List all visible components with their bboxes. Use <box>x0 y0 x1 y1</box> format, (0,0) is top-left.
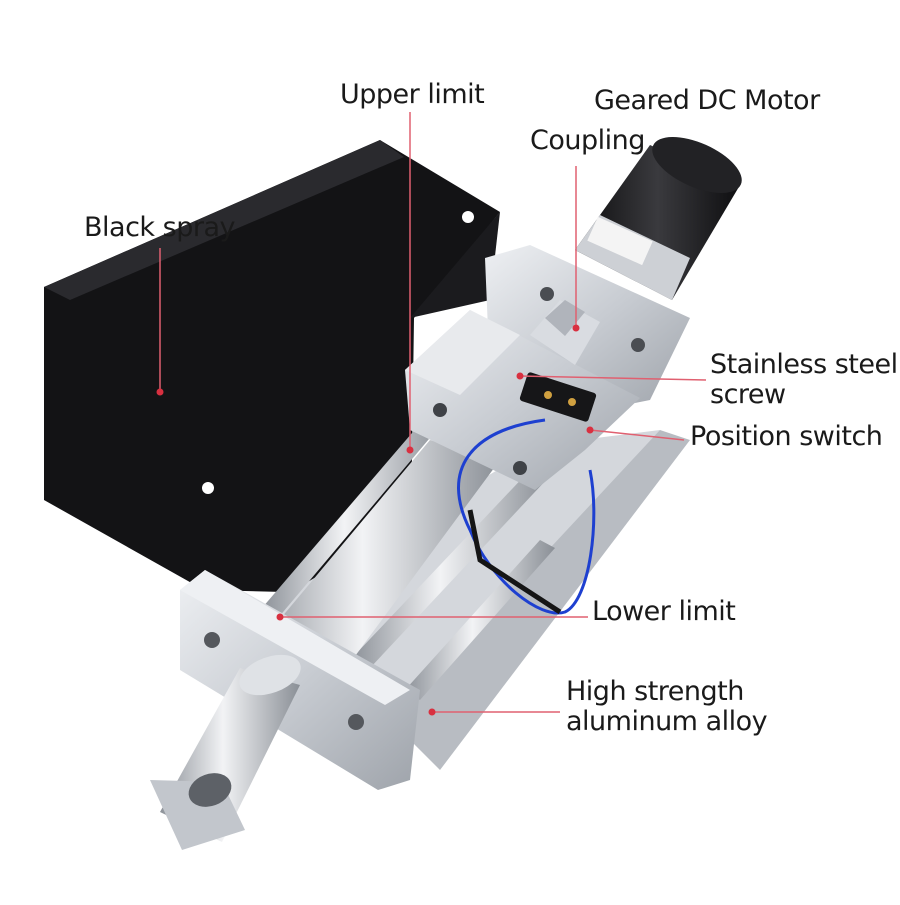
label-upper-limit: Upper limit <box>340 79 485 110</box>
front-plate <box>180 570 420 790</box>
piston-rod <box>150 654 301 850</box>
label-alloy-line2: aluminum alloy <box>566 705 768 737</box>
label-lower-limit: Lower limit <box>592 596 736 627</box>
position-switch <box>519 372 597 422</box>
label-geared-dc-motor: Geared DC Motor <box>594 85 820 116</box>
main-cylinder <box>250 440 500 690</box>
callout-lines <box>159 112 707 713</box>
label-aluminum-alloy: High strength aluminum alloy <box>566 676 768 737</box>
switch-wire <box>457 418 596 615</box>
label-alloy-line1: High strength <box>566 676 744 707</box>
label-screw-line1: Stainless steel <box>710 349 898 380</box>
dc-motor <box>575 136 742 300</box>
guide-rods <box>262 412 555 700</box>
label-screw-line2: screw <box>710 378 786 410</box>
label-stainless-steel-screw: Stainless steel screw <box>710 350 898 409</box>
callout-screw <box>519 375 707 381</box>
callout-dots <box>156 324 594 716</box>
label-coupling: Coupling <box>530 125 645 156</box>
coupling <box>530 300 600 365</box>
label-position-switch: Position switch <box>690 421 883 452</box>
cover-hole <box>202 482 214 494</box>
switch-wire-sleeve <box>467 509 562 615</box>
cover-hole <box>462 211 474 223</box>
label-black-spray: Black spray <box>84 212 235 243</box>
callout-switch <box>589 429 685 441</box>
